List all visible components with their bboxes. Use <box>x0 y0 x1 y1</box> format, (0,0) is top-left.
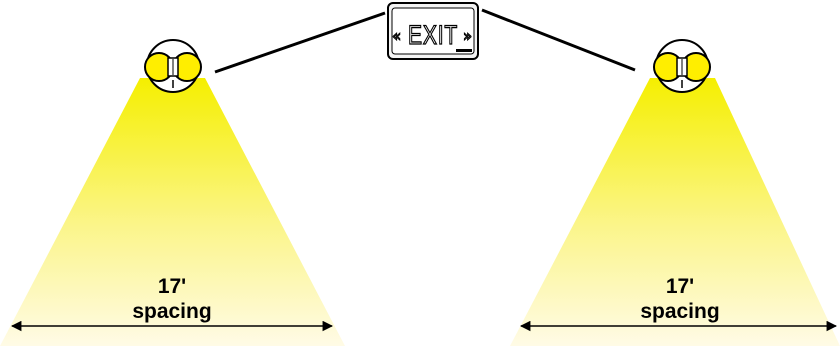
spacing-value: 17' <box>158 275 186 298</box>
wire-right <box>481 8 636 72</box>
exit-arrow-left-icon: « <box>392 27 401 45</box>
emergency-light-right <box>653 39 711 93</box>
exit-sign-brand-mark <box>456 49 472 52</box>
spacing-annotation-right: 17' spacing <box>519 275 838 332</box>
light-beam-right <box>510 78 840 346</box>
spacing-label: spacing <box>640 300 719 323</box>
spacing-annotation-left: 17' spacing <box>10 275 334 332</box>
spacing-label: spacing <box>132 300 211 323</box>
wire-left <box>214 11 386 74</box>
exit-sign: « EXIT » <box>387 2 479 60</box>
exit-sign-panel <box>391 7 475 55</box>
light-beam-left <box>0 78 345 346</box>
exit-arrow-right-icon: » <box>463 27 472 45</box>
exit-text: EXIT <box>408 20 458 50</box>
spacing-value: 17' <box>666 275 694 298</box>
emergency-light-left <box>144 39 202 93</box>
